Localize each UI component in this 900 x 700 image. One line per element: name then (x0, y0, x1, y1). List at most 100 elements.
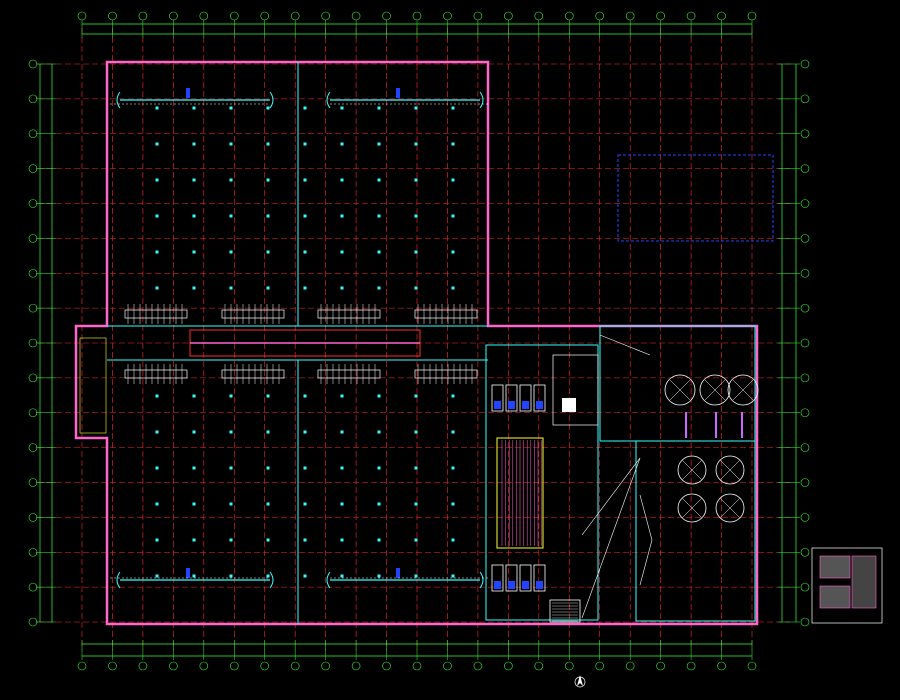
column-marker (414, 574, 418, 578)
axis-grid (38, 28, 790, 650)
duct-elbow (269, 91, 274, 109)
ahu-icon (533, 384, 546, 412)
cooling-tower-blade (669, 379, 691, 401)
column-marker (266, 574, 270, 578)
axis-bubble (229, 661, 239, 671)
column-marker (377, 178, 381, 182)
detail-hatch (851, 555, 877, 609)
axis-bubble (321, 661, 330, 671)
column-marker (451, 538, 455, 542)
column-marker (192, 214, 196, 218)
axis-bubble (686, 11, 696, 21)
ahu-icon (505, 384, 518, 412)
column-marker (155, 538, 159, 542)
axis-bubble (260, 11, 270, 21)
column-marker (229, 574, 233, 578)
column-marker (155, 466, 159, 470)
column-marker (377, 502, 381, 506)
column-marker (266, 502, 270, 506)
column-marker (229, 250, 233, 254)
axis-bubble (412, 11, 422, 21)
column-marker (155, 574, 159, 578)
column-marker (414, 538, 418, 542)
ahu-icon (491, 564, 504, 592)
axis-bubble (28, 268, 38, 278)
axis-bubble (260, 661, 270, 671)
axis-bubble (800, 303, 810, 313)
column-marker (229, 286, 233, 290)
duct-elbow (479, 571, 484, 589)
axis-bubble (800, 94, 810, 104)
column-marker (377, 106, 381, 110)
column-marker (377, 286, 381, 290)
ahu-fan (522, 581, 529, 589)
column-marker (451, 430, 455, 434)
axis-bubble (28, 373, 38, 383)
equipment-room (552, 354, 599, 426)
axis-bubble (800, 408, 810, 418)
column-marker (192, 574, 196, 578)
column-marker (451, 286, 455, 290)
column-marker (192, 142, 196, 146)
cooling-tower-blade (719, 497, 741, 519)
axis-bubble (800, 164, 810, 173)
column-marker (192, 466, 196, 470)
ahu-fan (494, 581, 501, 589)
axis-bubble (800, 547, 810, 557)
axis-bubble (800, 129, 810, 139)
duct-elbow (326, 91, 331, 109)
axis-bubble (138, 11, 148, 21)
axis-bubble (625, 11, 635, 21)
column-marker (266, 394, 270, 398)
duct-elbow (269, 571, 274, 589)
axis-bubble (28, 129, 38, 139)
radiator (317, 309, 381, 319)
detail-hatch (819, 585, 851, 609)
axis-bubble (28, 443, 38, 452)
column-marker (340, 502, 344, 506)
stair (549, 599, 581, 623)
axis-bubble (625, 661, 635, 671)
axis-bubble (351, 11, 361, 21)
axis-bubble (77, 11, 87, 21)
axis-bubble (656, 661, 665, 671)
column-marker (414, 142, 418, 146)
column-marker (414, 394, 418, 398)
cooling-tower-icon (715, 493, 745, 523)
axis-bubble (199, 661, 209, 671)
duct-network (110, 88, 490, 589)
column-marker (340, 538, 344, 542)
column-marker (377, 538, 381, 542)
axis-bubble (28, 164, 38, 173)
column-marker (303, 286, 307, 290)
column-marker (414, 286, 418, 290)
axis-bubble (28, 513, 38, 522)
axis-bubble (28, 338, 38, 348)
ahu-fan (536, 581, 543, 589)
column-marker (303, 430, 307, 434)
column-marker (414, 466, 418, 470)
column-marker (266, 250, 270, 254)
column-marker (266, 430, 270, 434)
column-marker (451, 142, 455, 146)
radiator (221, 369, 285, 379)
axis-bubble (800, 59, 810, 69)
cooling-tower-icon (727, 374, 759, 406)
duct-elbow (116, 571, 121, 589)
column-marker (303, 214, 307, 218)
axis-bubble (800, 617, 810, 627)
leader-line (599, 334, 651, 356)
column-marker (451, 178, 455, 182)
axis-bubble (28, 617, 38, 627)
diffuser (396, 568, 400, 578)
column-marker (155, 502, 159, 506)
north-arrow-icon (574, 675, 586, 688)
axis-bubble (412, 661, 422, 671)
cooling-tower-icon (677, 455, 707, 485)
column-marker (340, 214, 344, 218)
side-room (79, 337, 107, 434)
column-marker (303, 466, 307, 470)
axis-bubble (290, 11, 300, 21)
axis-bubble (473, 11, 483, 21)
